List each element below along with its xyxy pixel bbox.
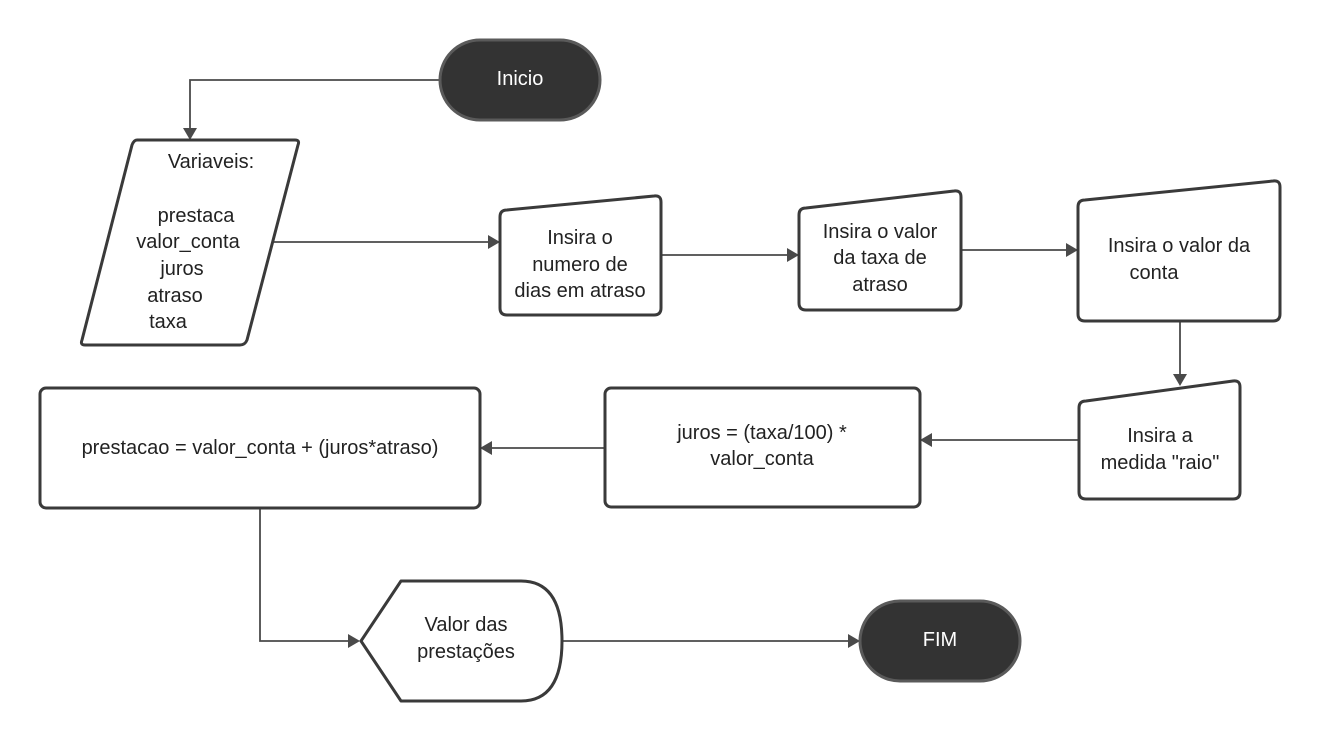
input-bill-node: Insira o valor da conta xyxy=(1076,179,1282,323)
arrowhead-start-to-variables xyxy=(183,128,197,140)
connectors xyxy=(183,79,1187,648)
calc-interest-line: juros = (taxa/100) * xyxy=(676,422,847,444)
end-terminal: FIM xyxy=(858,599,1022,683)
input-radius-node: Insira a medida "raio" xyxy=(1077,379,1242,501)
display-result-line: Valor das xyxy=(424,614,507,636)
arrowhead-days-to-rate xyxy=(787,248,799,262)
input-days-node: Insira o numero de dias em atraso xyxy=(498,194,663,317)
input-radius-line: medida "raio" xyxy=(1101,452,1220,474)
input-radius-line: Insira a xyxy=(1127,425,1193,447)
arrowhead-variables-to-days xyxy=(488,235,500,249)
arrowhead-bill-to-radius xyxy=(1173,374,1187,386)
calc-interest-node: juros = (taxa/100) * valor_conta xyxy=(603,386,922,509)
input-days-line: numero de xyxy=(532,254,628,276)
variables-item: juros xyxy=(159,258,203,280)
variables-item: valor_conta xyxy=(136,231,240,253)
variables-item: atraso xyxy=(147,285,203,307)
variables-item: taxa xyxy=(149,311,188,333)
arrowhead-interest-to-installment xyxy=(480,441,492,455)
calc-interest-line: valor_conta xyxy=(710,448,814,470)
start-terminal: Inicio xyxy=(438,38,602,122)
input-rate-line: da taxa de xyxy=(833,247,926,269)
arrowhead-radius-to-interest xyxy=(920,433,932,447)
calc-installment-label: prestacao = valor_conta + (juros*atraso) xyxy=(82,437,439,459)
end-label: FIM xyxy=(923,629,957,651)
input-bill-line: Insira o valor da xyxy=(1108,235,1251,257)
input-rate-node: Insira o valor da taxa de atraso xyxy=(797,189,963,312)
variables-title: Variaveis: xyxy=(168,151,254,173)
arrowhead-display-to-end xyxy=(848,634,860,648)
start-label: Inicio xyxy=(497,68,544,90)
calc-installment-node: prestacao = valor_conta + (juros*atraso) xyxy=(38,386,482,510)
input-bill-line: conta xyxy=(1130,262,1180,284)
arrowhead-installment-to-display xyxy=(348,634,360,648)
variables-data-node: Variaveis: prestaca valor_conta juros at… xyxy=(79,138,301,347)
input-days-line: Insira o xyxy=(547,227,613,249)
input-rate-line: atraso xyxy=(852,274,908,296)
input-days-line: dias em atraso xyxy=(514,280,645,302)
display-result-node: Valor das prestações xyxy=(359,579,564,703)
edge-installment-to-display xyxy=(259,508,348,642)
variables-item: prestaca xyxy=(158,205,236,227)
edge-start-to-variables xyxy=(189,79,440,128)
arrowhead-rate-to-bill xyxy=(1066,243,1078,257)
display-result-line: prestações xyxy=(417,641,515,663)
input-rate-line: Insira o valor xyxy=(823,221,938,243)
